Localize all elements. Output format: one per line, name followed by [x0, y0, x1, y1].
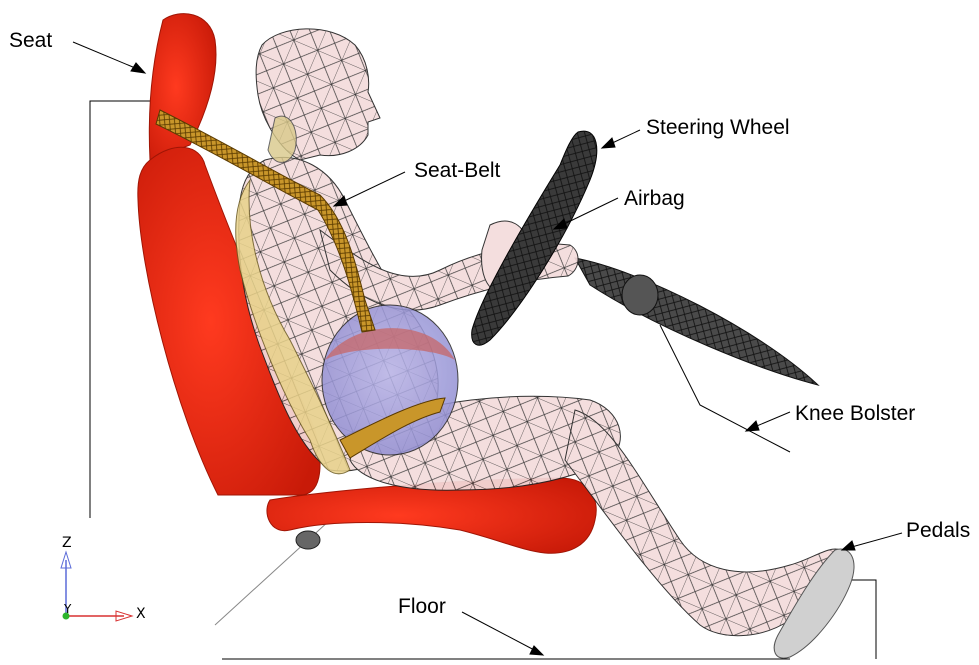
triad-y-label: Y	[64, 603, 71, 615]
coordinate-triad	[61, 552, 132, 621]
label-seat-belt: Seat-Belt	[414, 160, 500, 181]
triad-x-label: X	[136, 607, 146, 621]
knee-bolster-shape	[575, 258, 818, 385]
label-steering-wheel: Steering Wheel	[646, 117, 790, 138]
label-airbag: Airbag	[624, 188, 685, 209]
triad-z-label: Z	[62, 536, 72, 550]
label-floor: Floor	[398, 596, 446, 617]
label-pedals: Pedals	[906, 520, 970, 541]
label-seat: Seat	[9, 30, 52, 51]
label-knee-bolster: Knee Bolster	[795, 403, 915, 424]
